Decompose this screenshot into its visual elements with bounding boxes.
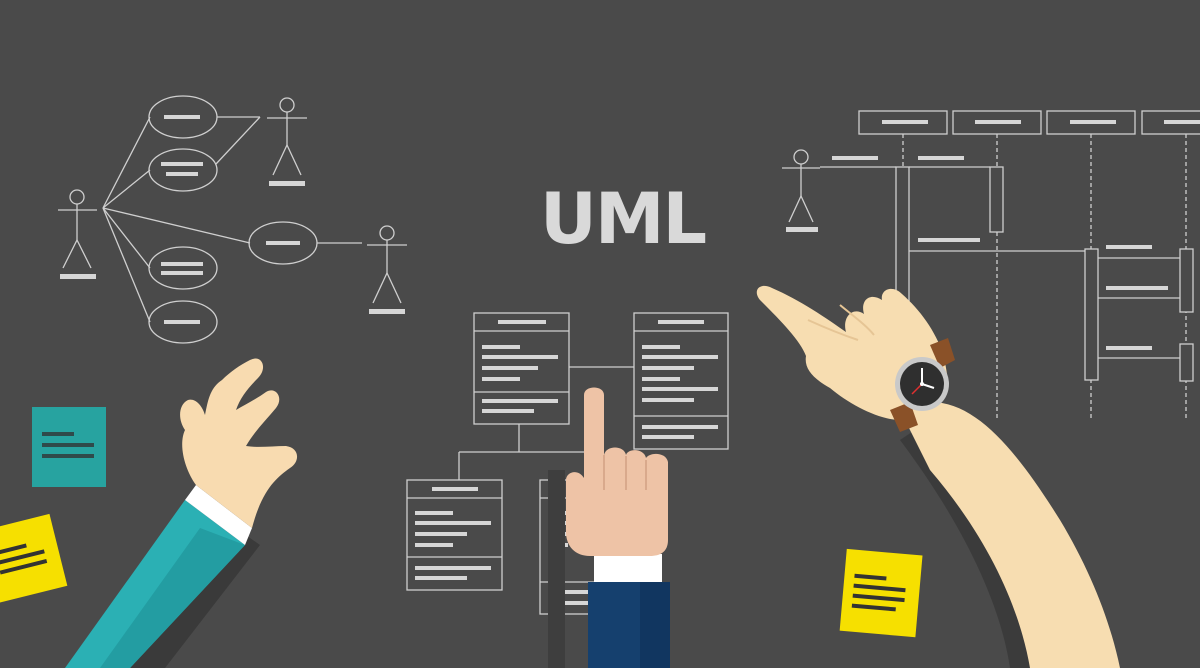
use-case-icon: [248, 221, 318, 265]
class-box-icon: [473, 312, 570, 425]
class-box-icon: [406, 479, 503, 591]
use-case-text-bars: [60, 115, 405, 324]
actor-icon: [367, 225, 407, 304]
use-case-icon: [148, 148, 218, 192]
use-case-diagram: [58, 95, 407, 344]
sticky-note-icon: [0, 513, 68, 603]
use-case-icon: [148, 246, 218, 290]
sequence-text-bars: [786, 120, 1200, 350]
actor-icon: [267, 97, 307, 176]
pointing-hand-icon: [548, 387, 670, 668]
class-text-bars: [415, 320, 718, 605]
sticky-note-icon: [839, 548, 923, 638]
sticky-note-icon: [32, 407, 106, 487]
actor-icon: [782, 149, 820, 223]
left-hand-icon: [65, 358, 298, 668]
class-box-icon: [633, 312, 729, 450]
watch-icon: [890, 338, 955, 432]
use-case-icon: [148, 300, 218, 344]
right-hand-icon: [756, 285, 1120, 668]
class-diagram: [406, 312, 729, 615]
actor-icon: [58, 189, 97, 269]
use-case-icon: [148, 95, 218, 139]
page-title: UML: [540, 178, 707, 260]
